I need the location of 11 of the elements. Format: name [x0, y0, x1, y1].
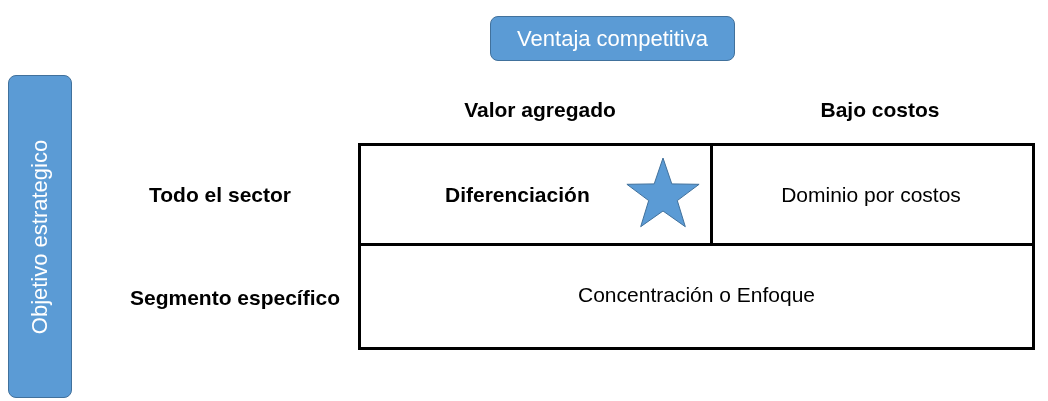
- matrix-cell: [358, 143, 713, 246]
- header-box: [8, 75, 72, 398]
- axis-label: Bajo costos: [820, 98, 940, 122]
- axis-label: Valor agregado: [464, 98, 616, 122]
- axis-label: Todo el sector: [149, 183, 291, 207]
- header-text: Objetivo estrategico: [27, 139, 53, 334]
- axis-label: Segmento específico: [129, 286, 341, 310]
- matrix-cell: Concentración o Enfoque: [358, 243, 1035, 350]
- cell-text: Diferenciación: [445, 182, 590, 207]
- header-box: Ventaja competitiva: [490, 16, 735, 61]
- matrix-cell: Dominio por costos: [710, 143, 1035, 246]
